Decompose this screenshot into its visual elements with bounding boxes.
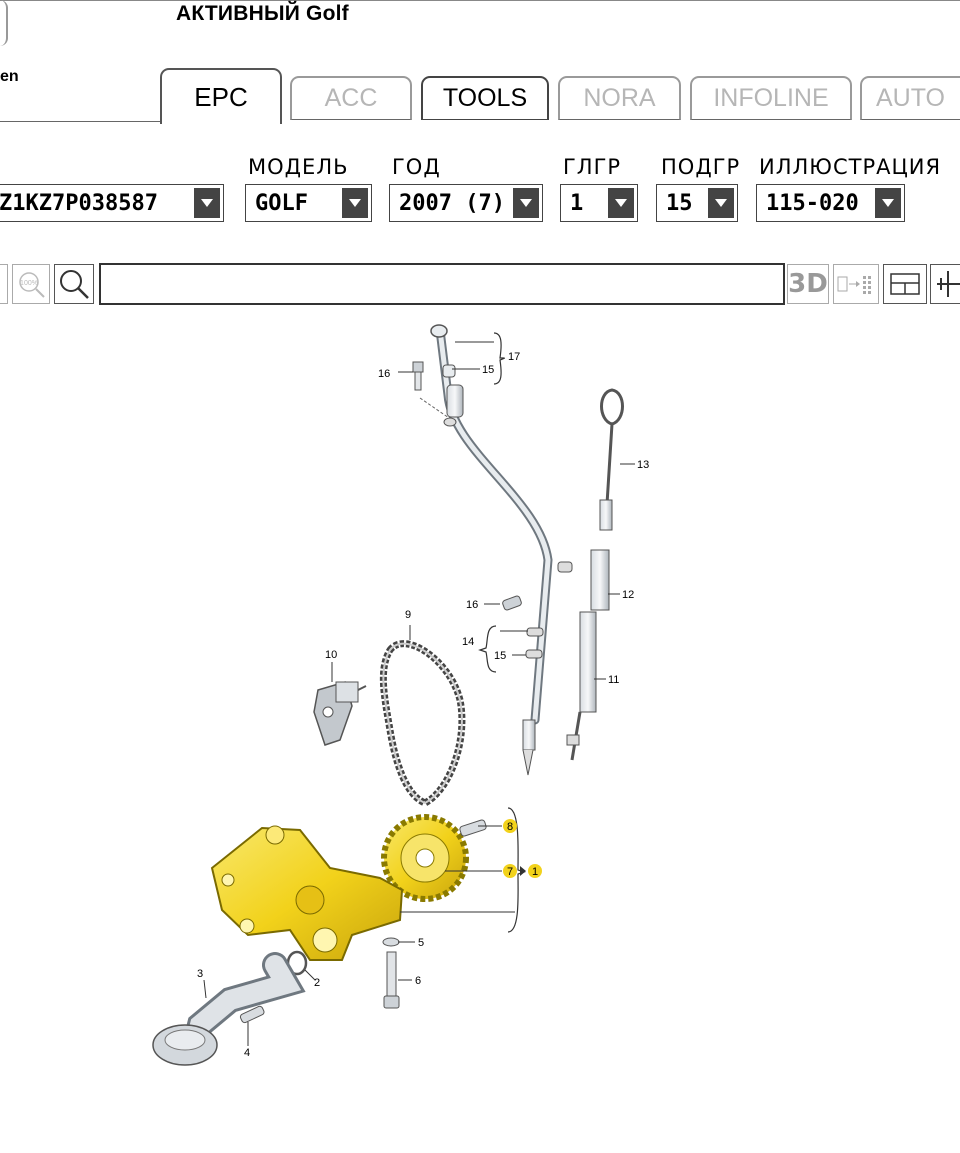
bolt-4[interactable] bbox=[239, 1005, 265, 1024]
view-3d-label: 3D bbox=[788, 269, 828, 299]
year-value: 2007 (7) bbox=[399, 190, 505, 216]
callout-14[interactable]: 14 bbox=[462, 636, 474, 648]
bracket-17 bbox=[493, 332, 506, 385]
path-input[interactable] bbox=[99, 263, 785, 305]
illustration-value: 115-020 bbox=[766, 190, 859, 216]
tab-epc-label: EPC bbox=[194, 81, 248, 112]
chevron-down-icon[interactable] bbox=[513, 188, 539, 218]
export-list-icon bbox=[837, 276, 871, 294]
top-status-bar bbox=[0, 0, 960, 31]
oil-suction-pipe[interactable] bbox=[152, 952, 306, 1066]
active-vehicle-title: АКТИВНЫЙ Golf bbox=[176, 2, 349, 25]
main-group-label: ГЛГР bbox=[563, 155, 622, 179]
tab-tools-label: TOOLS bbox=[442, 84, 528, 112]
bolt-16-middle[interactable] bbox=[502, 595, 522, 611]
magnifier-icon bbox=[60, 270, 89, 299]
crosshair-icon bbox=[937, 271, 960, 297]
main-group-value: 1 bbox=[570, 190, 584, 216]
year-select[interactable]: 2007 (7) bbox=[389, 184, 543, 222]
sub-group-label: ПОДГР bbox=[661, 155, 741, 179]
illustration-select[interactable]: 115-020 bbox=[756, 184, 905, 222]
chevron-down-icon[interactable] bbox=[194, 188, 220, 218]
illustration-label: ИЛЛЮСТРАЦИЯ bbox=[759, 155, 942, 179]
export-list-button[interactable] bbox=[833, 264, 879, 304]
callout-8[interactable]: 8 bbox=[507, 821, 513, 833]
zoom-100-icon: 100% bbox=[19, 272, 45, 298]
callout-9[interactable]: 9 bbox=[405, 609, 411, 621]
callout-5[interactable]: 5 bbox=[418, 937, 424, 949]
callout-8-highlight bbox=[503, 819, 517, 833]
dipstick[interactable] bbox=[566, 388, 624, 761]
svg-text:100%: 100% bbox=[20, 280, 38, 287]
tab-auto-label: AUTO bbox=[876, 84, 945, 112]
model-select[interactable]: GOLF bbox=[245, 184, 372, 222]
tab-tools[interactable]: TOOLS bbox=[421, 76, 549, 120]
callout-3[interactable]: 3 bbox=[197, 968, 203, 980]
callout-15[interactable]: 15 bbox=[482, 364, 494, 376]
sub-group-value: 15 bbox=[666, 190, 693, 216]
chain-tensioner[interactable] bbox=[313, 681, 367, 746]
callout-2[interactable]: 2 bbox=[314, 977, 320, 989]
model-label: МОДЕЛЬ bbox=[248, 155, 349, 179]
split-view-button[interactable] bbox=[883, 264, 927, 304]
oil-pump-housing[interactable] bbox=[210, 825, 404, 961]
tab-acc-label: ACC bbox=[324, 84, 378, 112]
callout-7[interactable]: 7 bbox=[507, 866, 513, 878]
tab-infoline-label: INFOLINE bbox=[713, 84, 829, 112]
bolt-6[interactable] bbox=[383, 951, 400, 1009]
callout-10[interactable]: 10 bbox=[325, 649, 337, 661]
callout-12[interactable]: 12 bbox=[622, 589, 634, 601]
tab-infoline[interactable]: INFOLINE bbox=[690, 76, 852, 120]
callout-1[interactable]: 1 bbox=[532, 866, 538, 878]
dipstick-guide-tube[interactable] bbox=[419, 324, 573, 776]
split-view-icon bbox=[890, 273, 920, 295]
callout-16[interactable]: 16 bbox=[378, 368, 390, 380]
chevron-down-icon[interactable] bbox=[608, 188, 634, 218]
zoom-button[interactable] bbox=[54, 264, 94, 304]
callout-6[interactable]: 6 bbox=[415, 975, 421, 987]
bracket-14 bbox=[478, 625, 497, 673]
callout-1-highlight bbox=[528, 864, 542, 878]
callout-7-highlight bbox=[503, 864, 517, 878]
callout-17[interactable]: 17 bbox=[508, 351, 520, 363]
year-label: ГОД bbox=[392, 155, 441, 179]
main-group-select[interactable]: 1 bbox=[560, 184, 638, 222]
callout-15[interactable]: 15 bbox=[494, 650, 506, 662]
brand-logo bbox=[0, 0, 8, 46]
washer-5[interactable] bbox=[382, 937, 400, 947]
toolbar-fragment-button[interactable] bbox=[0, 264, 8, 304]
leader-lines bbox=[203, 341, 635, 1046]
view-3d-button[interactable]: 3D bbox=[787, 264, 829, 304]
user-label: en bbox=[0, 68, 19, 85]
tab-acc[interactable]: ACC bbox=[290, 76, 412, 120]
chevron-down-icon[interactable] bbox=[875, 188, 901, 218]
oil-pump-sprocket[interactable] bbox=[381, 814, 469, 902]
chevron-down-icon[interactable] bbox=[342, 188, 368, 218]
tab-nora[interactable]: NORA bbox=[558, 76, 681, 120]
bolt-8[interactable] bbox=[459, 819, 487, 837]
chevron-down-icon[interactable] bbox=[708, 188, 734, 218]
callout-13[interactable]: 13 bbox=[637, 459, 649, 471]
callout-16[interactable]: 16 bbox=[466, 599, 478, 611]
callout-11[interactable]: 11 bbox=[608, 674, 619, 686]
callout-4[interactable]: 4 bbox=[244, 1047, 250, 1059]
crosshair-button[interactable] bbox=[930, 264, 960, 304]
tab-baseline bbox=[0, 121, 160, 122]
tab-epc[interactable]: EPC bbox=[160, 68, 282, 124]
tab-nora-label: NORA bbox=[583, 84, 656, 112]
zoom-100-button[interactable]: 100% bbox=[12, 264, 50, 304]
timing-chain[interactable] bbox=[379, 640, 466, 807]
callout-arrow bbox=[520, 866, 526, 876]
vin-select[interactable]: Z1KZ7P038587 bbox=[0, 184, 224, 222]
vin-value: Z1KZ7P038587 bbox=[0, 190, 158, 216]
parts-illustration[interactable]: 16 15 17 13 12 11 16 14 15 9 10 8 7 1 5 … bbox=[0, 320, 960, 1100]
bolt-16-top[interactable] bbox=[412, 361, 424, 391]
tab-auto[interactable]: AUTO bbox=[860, 76, 960, 120]
sub-group-select[interactable]: 15 bbox=[656, 184, 738, 222]
model-value: GOLF bbox=[255, 190, 308, 216]
